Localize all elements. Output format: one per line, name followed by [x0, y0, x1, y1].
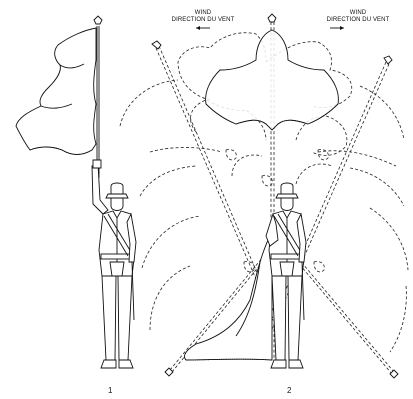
panel-1-figure [16, 16, 136, 368]
pole-finial-icon [390, 370, 398, 378]
pole-finial-icon [268, 14, 276, 22]
flag-cloth-lower [184, 232, 272, 360]
pole-finial-icon [384, 56, 392, 64]
wind-arrow-left-icon [196, 26, 210, 30]
panel-2-figure [120, 14, 408, 378]
soldier-1 [92, 160, 136, 368]
pole-finial-icon [165, 368, 173, 376]
flag-cloth [16, 28, 96, 155]
flag-cloth-upper [206, 30, 339, 130]
wind-arrow-right-icon [330, 26, 344, 30]
pole-finial-icon [94, 16, 102, 24]
